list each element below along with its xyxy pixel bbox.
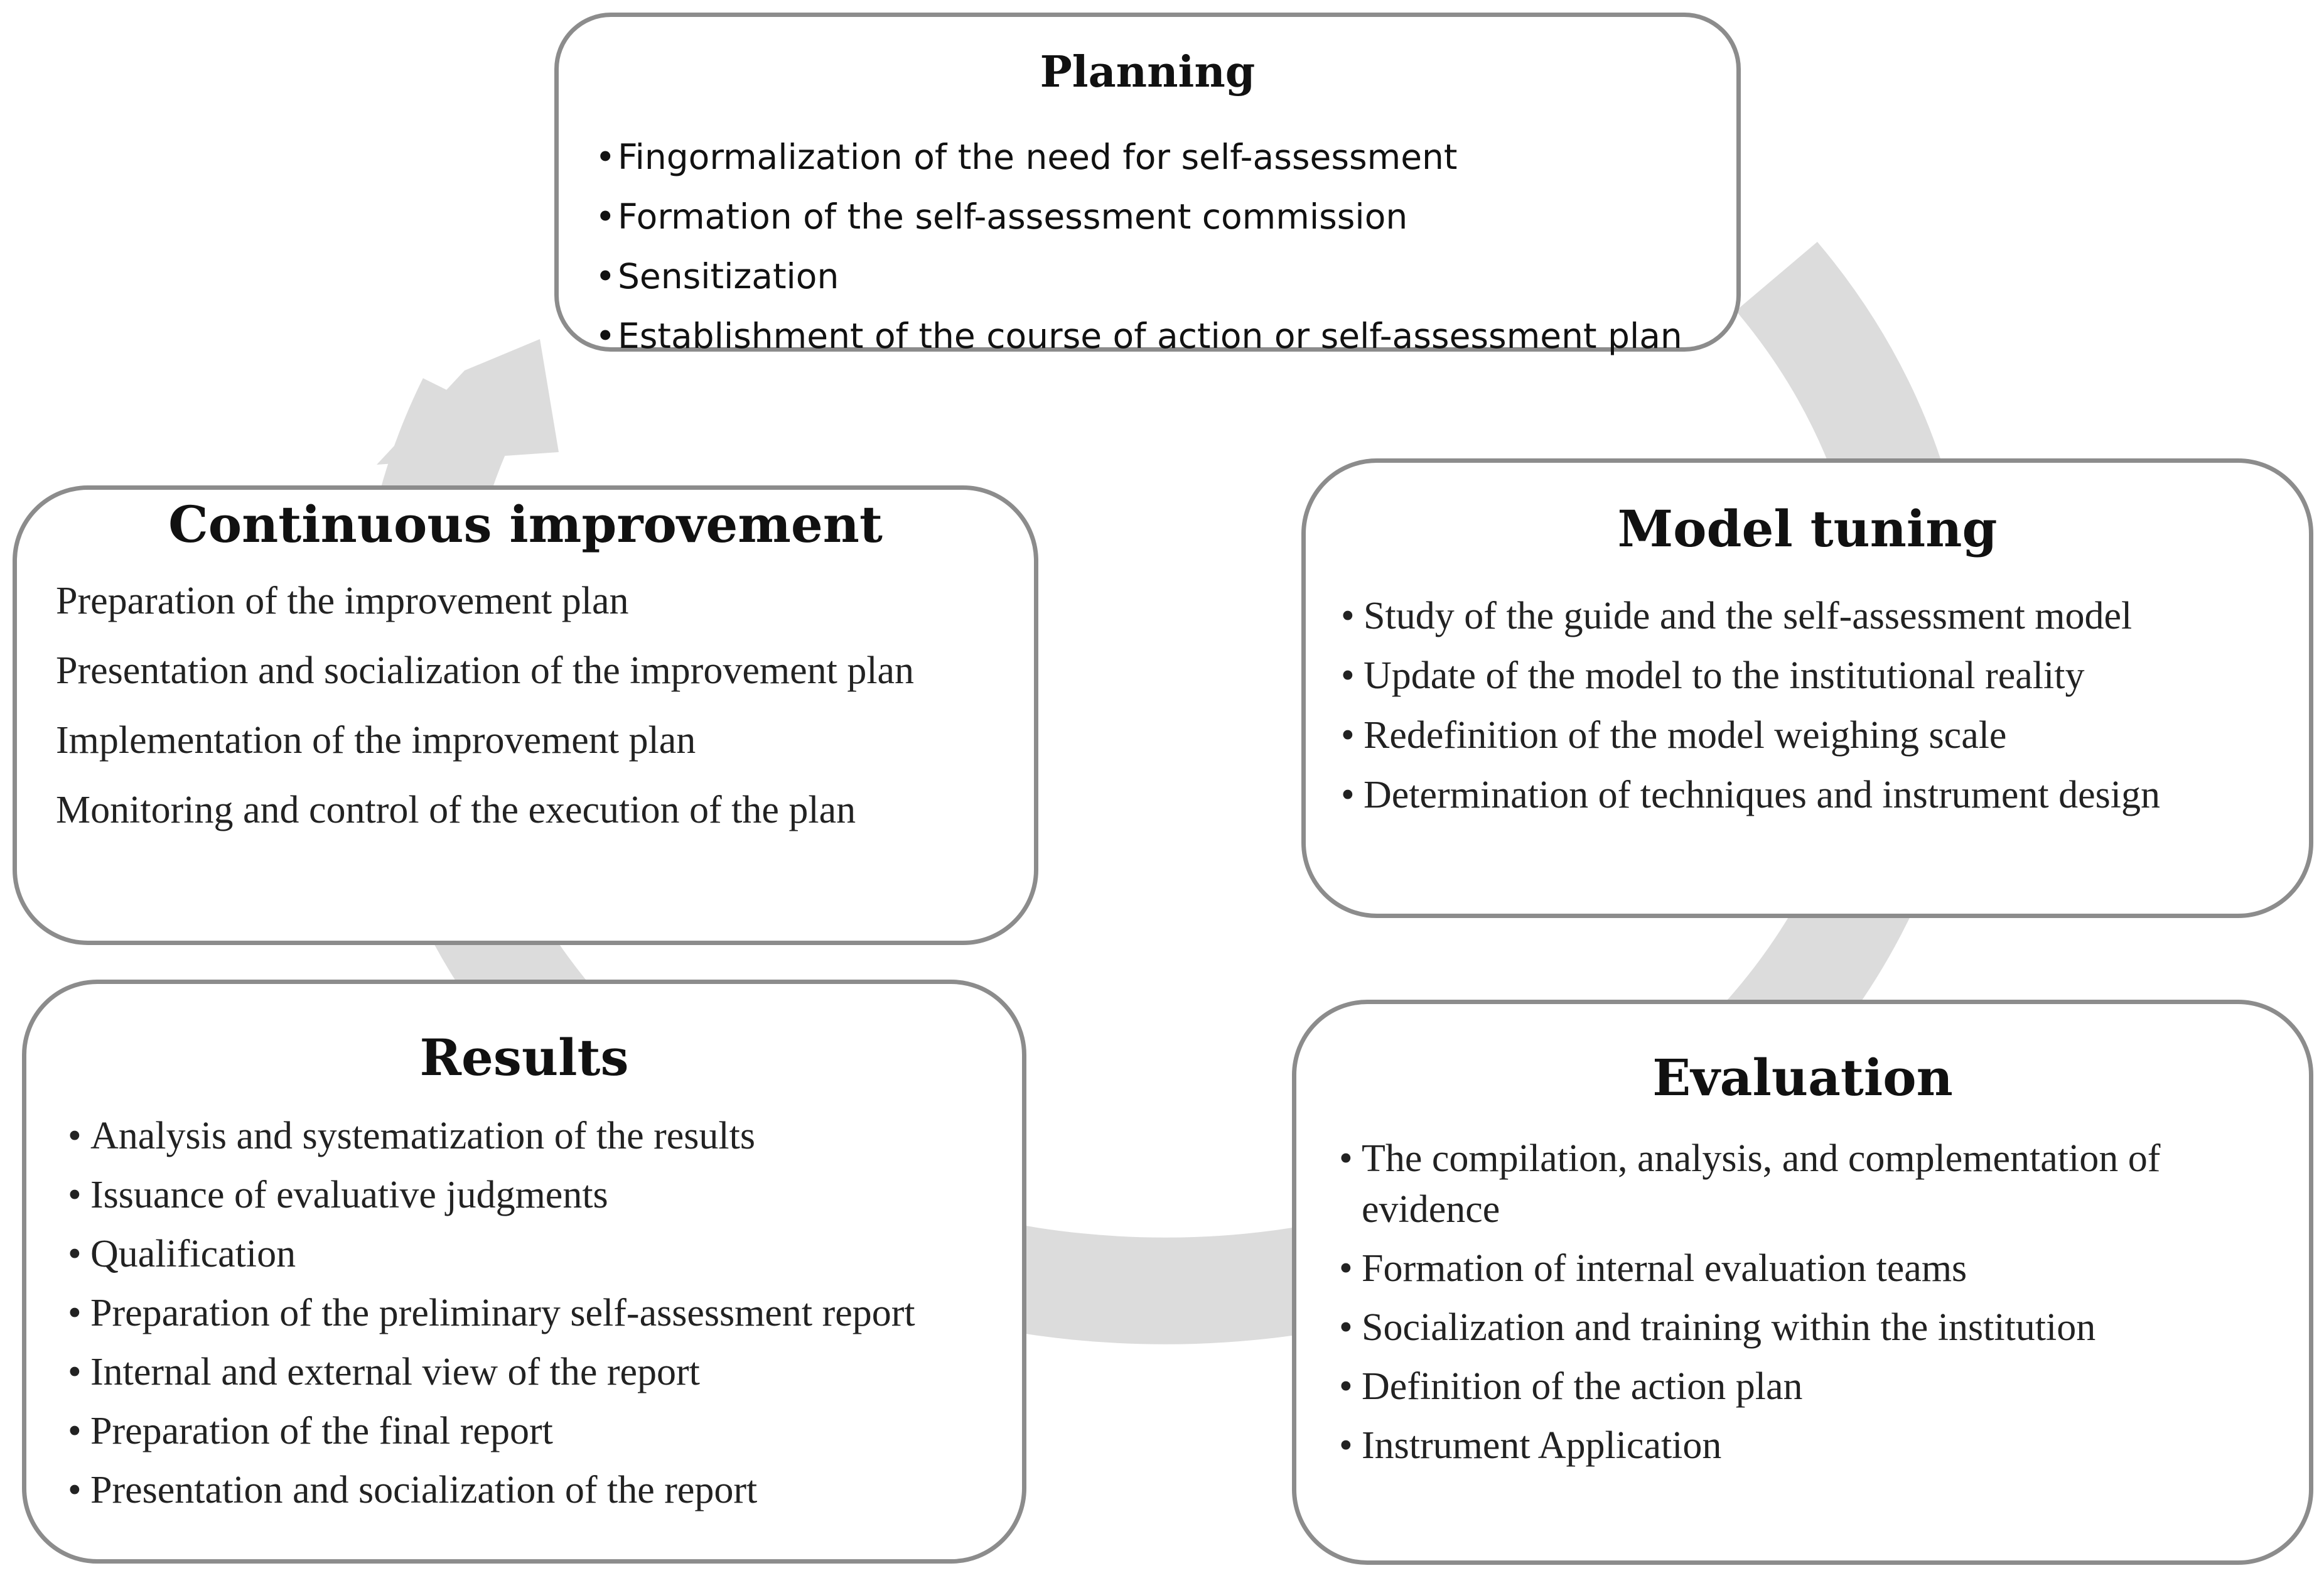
planning-list: Fingormalization of the need for self-as…	[595, 127, 1736, 366]
results-item: Presentation and socialization of the re…	[68, 1465, 1003, 1516]
results-item: Internal and external view of the report	[68, 1347, 1003, 1398]
model-tuning-box: Model tuning Study of the guide and the …	[1301, 458, 2313, 918]
continuous-improvement-title: Continuous improvement	[168, 495, 883, 554]
continuous-improvement-item: Presentation and socialization of the im…	[56, 649, 915, 692]
model-tuning-title: Model tuning	[1617, 499, 1998, 558]
evaluation-title: Evaluation	[1652, 1048, 1953, 1107]
continuous-improvement-box: Continuous improvement Preparation of th…	[13, 485, 1038, 945]
planning-item: Fingormalization of the need for self-as…	[595, 127, 1736, 187]
continuous-improvement-item: Preparation of the improvement plan	[56, 580, 629, 622]
evaluation-item: Socialization and training within the in…	[1339, 1302, 2284, 1353]
model-tuning-item: Redefinition of the model weighing scale	[1341, 710, 2284, 761]
evaluation-item: Instrument Application	[1339, 1420, 2284, 1471]
model-tuning-list: Study of the guide and the self-assessme…	[1341, 591, 2284, 821]
continuous-improvement-item: Monitoring and control of the execution …	[56, 789, 856, 831]
planning-title: Planning	[1040, 47, 1256, 97]
model-tuning-item: Determination of techniques and instrume…	[1341, 770, 2284, 821]
results-list: Analysis and systematization of the resu…	[68, 1111, 1003, 1516]
continuous-improvement-list: Preparation of the improvement plan Pres…	[56, 576, 1003, 836]
model-tuning-item: Update of the model to the institutional…	[1341, 651, 2284, 701]
planning-item: Sensitization	[595, 247, 1736, 306]
cycle-arrowhead	[377, 339, 559, 465]
results-item: Analysis and systematization of the resu…	[68, 1111, 1003, 1162]
evaluation-list: The compilation, analysis, and complemen…	[1339, 1133, 2284, 1471]
continuous-improvement-item: Implementation of the improvement plan	[56, 719, 696, 762]
planning-item: Establishment of the course of action or…	[595, 306, 1736, 366]
planning-box: Planning Fingormalization of the need fo…	[554, 13, 1741, 366]
evaluation-item: The compilation, analysis, and complemen…	[1339, 1133, 2284, 1235]
evaluation-box: Evaluation The compilation, analysis, an…	[1292, 1000, 2313, 1565]
results-box: Results Analysis and systematization of …	[22, 980, 1026, 1564]
model-tuning-item: Study of the guide and the self-assessme…	[1341, 591, 2284, 642]
planning-item: Formation of the self-assessment commiss…	[595, 187, 1736, 247]
results-item: Preparation of the preliminary self-asse…	[68, 1288, 1003, 1339]
results-item: Qualification	[68, 1229, 1003, 1280]
results-item: Preparation of the final report	[68, 1406, 1003, 1457]
results-title: Results	[419, 1028, 629, 1087]
evaluation-item: Formation of internal evaluation teams	[1339, 1243, 2284, 1294]
results-item: Issuance of evaluative judgments	[68, 1170, 1003, 1221]
evaluation-item: Definition of the action plan	[1339, 1361, 2284, 1412]
